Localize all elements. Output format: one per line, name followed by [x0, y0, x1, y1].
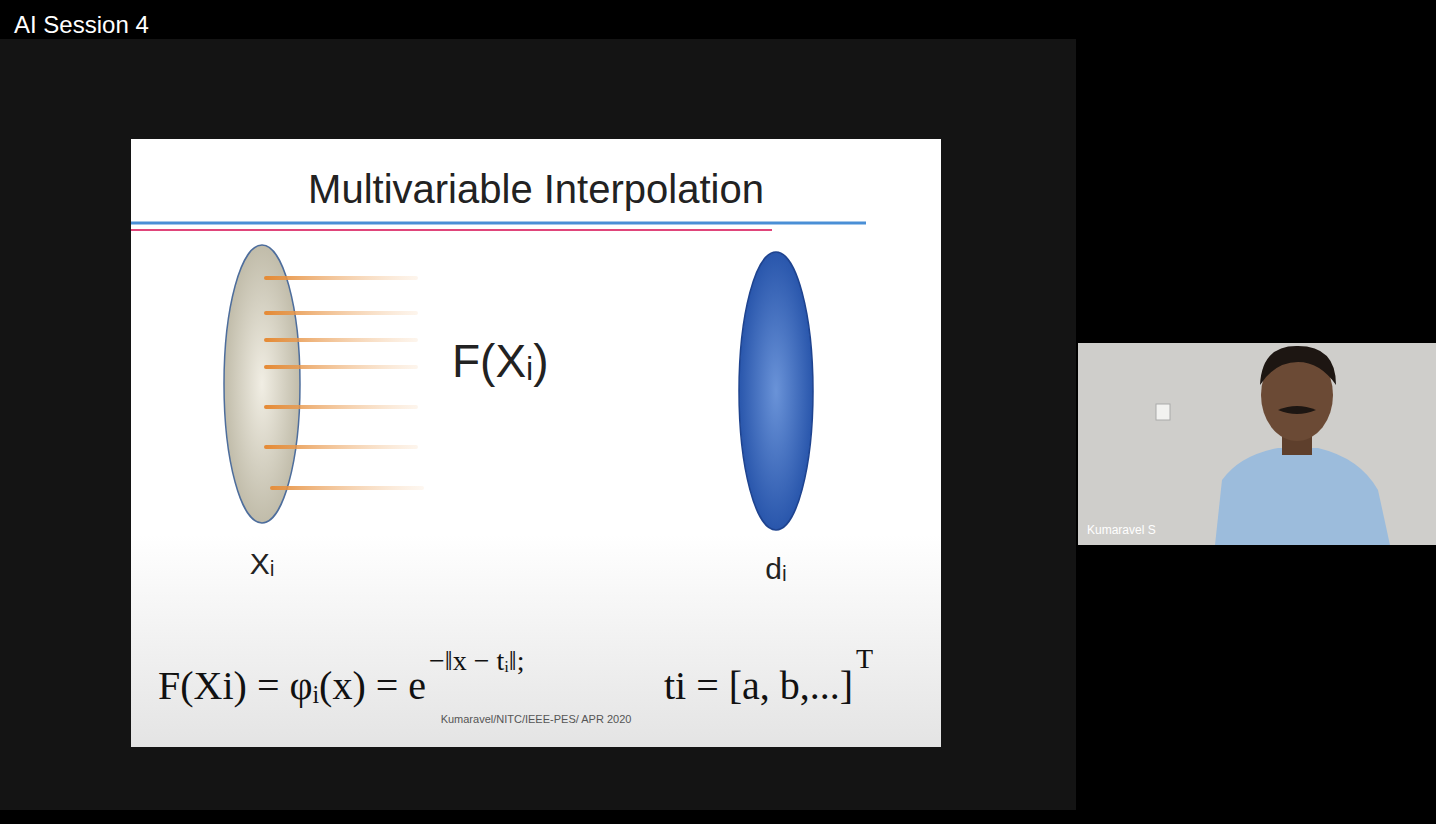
- slide: [131, 139, 941, 747]
- title-rule: [131, 222, 866, 225]
- mapping-ray: [266, 405, 416, 409]
- video-panel: [0, 39, 1076, 810]
- formula-exponent: −‖x − tᵢ‖;: [429, 646, 524, 677]
- ellipse-outline: [737, 250, 815, 532]
- session-title: AI Session 4: [14, 12, 149, 38]
- mapping-ray: [266, 311, 416, 315]
- mapping-ray: [266, 445, 416, 449]
- person-moustache: [1278, 406, 1316, 414]
- person-hair: [1260, 346, 1336, 385]
- watermark: Kumaravel/NITC/IEEE-PES/ APR 2020: [441, 713, 632, 725]
- ellipse-outline: [222, 243, 302, 525]
- mapping-ray: [266, 365, 416, 369]
- participant-name: Kumaravel S: [1087, 524, 1156, 537]
- formula-center: ti = [a, b,...]: [664, 664, 853, 708]
- set-ellipse-shape: [224, 245, 300, 523]
- mapping-function: F(Xᵢ): [452, 336, 549, 387]
- set-ellipse: dᵢ: [737, 250, 815, 589]
- webcam-frame: [1078, 343, 1436, 545]
- slide-shade: [131, 535, 941, 747]
- set-ellipse-shape: [739, 252, 813, 530]
- slide-title: Multivariable Interpolation: [308, 167, 764, 211]
- wall-socket: [1156, 404, 1170, 420]
- mapping-ray: [266, 276, 416, 280]
- formula-transpose: T: [856, 644, 873, 675]
- mapping-ray: [266, 338, 416, 342]
- title-rule: [131, 229, 772, 231]
- formula-left: F(Xi) = φᵢ(x) = e: [158, 664, 426, 708]
- mapping-ray: [272, 486, 422, 490]
- set-ellipse: Xᵢ: [222, 243, 302, 584]
- set-label: dᵢ: [737, 552, 815, 585]
- set-label: Xᵢ: [222, 547, 302, 580]
- person-shirt: [1215, 448, 1390, 545]
